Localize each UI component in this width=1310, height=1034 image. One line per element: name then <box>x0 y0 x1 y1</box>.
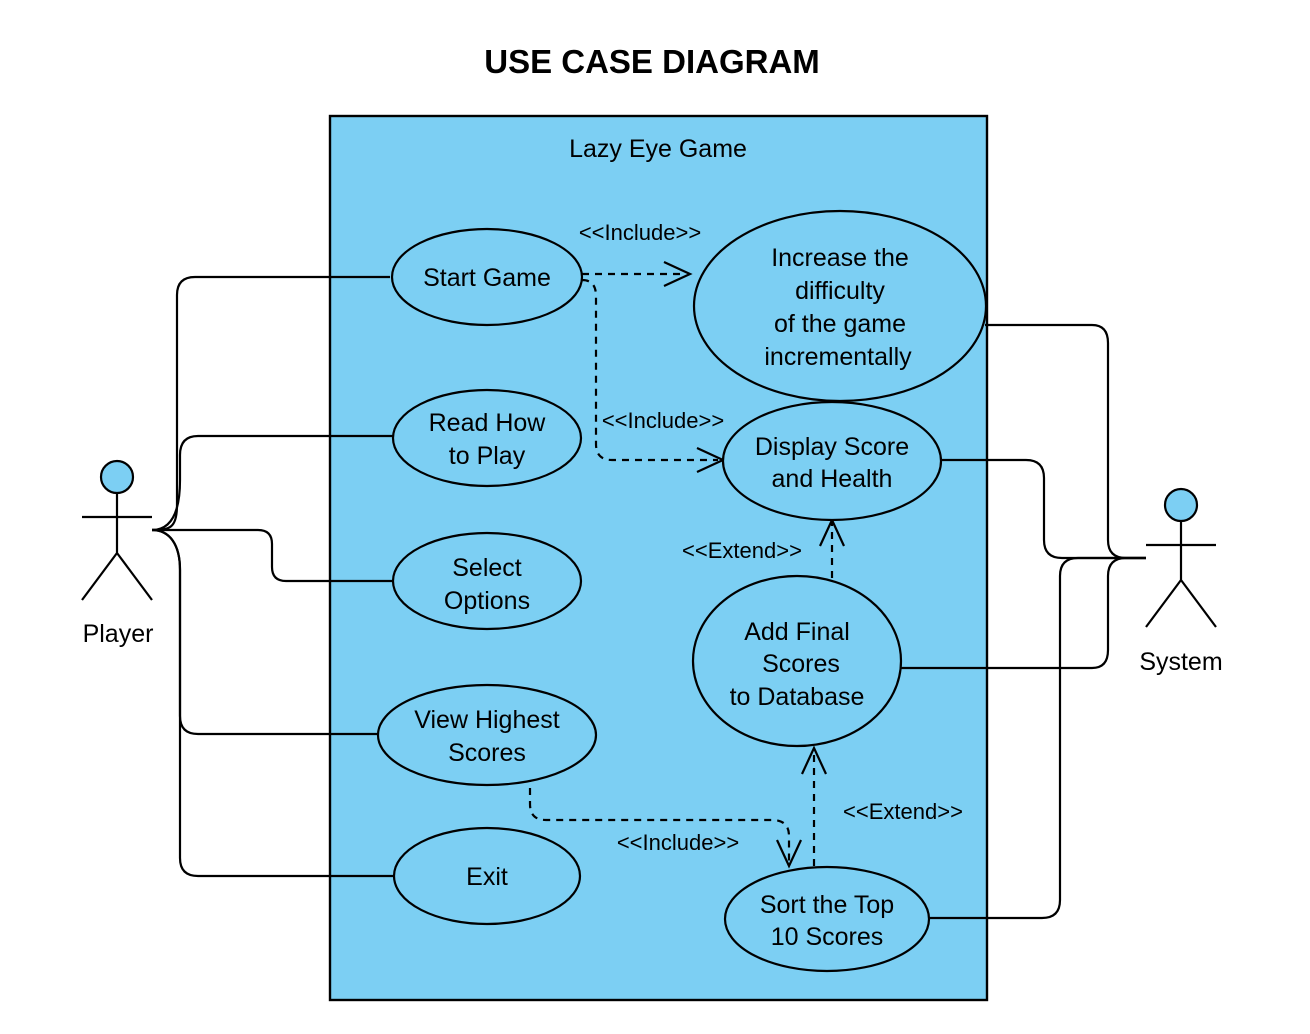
use-case-label-line-1: Read How <box>429 409 547 437</box>
use-case-label-line-2: 10 Scores <box>771 923 884 951</box>
player-associations <box>151 275 394 878</box>
player-body <box>81 493 153 601</box>
use-case-sort-top-scores[interactable]: Sort the Top 10 Scores <box>723 865 931 973</box>
diagram-title: USE CASE DIAGRAM <box>484 43 820 80</box>
player-head <box>99 459 135 495</box>
include-label-sort: <<Include>> <box>617 830 739 855</box>
assoc-system-increase-difficulty <box>985 323 1146 560</box>
use-case-label-line-1: Sort the Top <box>760 891 894 919</box>
use-case-label-line-1: Add Final <box>744 618 850 646</box>
include-view-to-sort-arrowhead <box>776 839 802 869</box>
use-case-display-score-and-health[interactable]: Display Score and Health <box>721 400 943 522</box>
include-start-to-difficulty-arrowhead <box>663 261 693 287</box>
use-case-label-line-1: Display Score <box>755 433 909 461</box>
use-case-label: Exit <box>466 863 508 891</box>
include-label-difficulty: <<Include>> <box>579 220 701 245</box>
include-start-to-display-line <box>581 278 718 462</box>
use-case-label-line-3: of the game <box>774 310 906 338</box>
use-case-increase-difficulty[interactable]: Increase the difficulty of the game incr… <box>692 209 988 403</box>
use-case-add-final-scores[interactable]: Add Final Scores to Database <box>691 574 903 748</box>
use-case-view-highest-scores[interactable]: View Highest Scores <box>376 683 598 787</box>
use-case-label-line-4: incrementally <box>764 343 912 371</box>
extend-label-add: <<Extend>> <box>682 538 802 563</box>
assoc-player-exit <box>151 528 393 878</box>
system-head <box>1163 487 1199 523</box>
system-body <box>1145 521 1217 628</box>
use-case-label: Start Game <box>423 264 551 292</box>
assoc-player-read-how-to-play <box>151 434 394 532</box>
use-case-label-line-1: View Highest <box>414 706 560 734</box>
player-actor[interactable]: Player <box>81 459 154 648</box>
assoc-player-start-game <box>151 275 390 532</box>
player-label: Player <box>83 620 154 648</box>
system-boundary-label: Lazy Eye Game <box>569 135 747 163</box>
system-associations <box>898 323 1146 920</box>
include-view-to-sort-line <box>528 775 791 862</box>
assoc-system-sort-top-scores <box>928 556 1146 920</box>
system-actor[interactable]: System <box>1139 487 1223 676</box>
use-case-label-line-2: Scores <box>762 650 840 678</box>
use-case-label-line-2: difficulty <box>795 277 885 305</box>
use-case-label-line-2: Scores <box>448 739 526 767</box>
use-case-label-line-2: to Play <box>449 442 526 470</box>
use-case-label-line-3: to Database <box>730 683 865 711</box>
use-case-label-line-1: Increase the <box>771 244 909 272</box>
use-case-read-how-to-play[interactable]: Read How to Play <box>391 388 583 488</box>
assoc-system-display-score <box>940 458 1146 560</box>
use-case-label-line-2: and Health <box>772 465 893 493</box>
include-label-display: <<Include>> <box>602 408 724 433</box>
system-label: System <box>1139 648 1222 676</box>
dependency-lines <box>528 261 845 869</box>
extend-sort-to-add-arrowhead <box>801 745 827 775</box>
use-case-select-options[interactable]: Select Options <box>391 531 583 631</box>
use-case-start-game[interactable]: Start Game <box>390 227 584 327</box>
use-case-exit[interactable]: Exit <box>392 826 582 926</box>
extend-label-sort: <<Extend>> <box>843 799 963 824</box>
use-case-label-line-1: Select <box>452 554 522 582</box>
use-case-label-line-2: Options <box>444 587 530 615</box>
assoc-player-select-options <box>152 528 392 583</box>
